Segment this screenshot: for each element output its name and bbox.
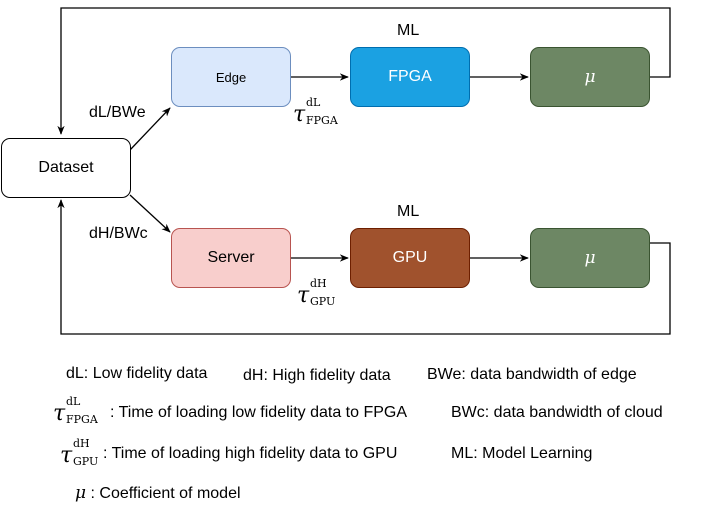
- mu-top-node: μ: [530, 47, 650, 107]
- dataset-to-edge-arrow: [129, 107, 171, 151]
- legend-tau-fpga-symbol: τ: [53, 401, 66, 426]
- mu-bottom-node: μ: [530, 228, 650, 288]
- server-node: Server: [171, 228, 291, 288]
- tau-gpu-sub: GPU: [310, 295, 336, 308]
- legend-tau-gpu-sup: dH: [73, 437, 90, 450]
- dataset-label: Dataset: [38, 159, 94, 176]
- edge-node: Edge: [171, 47, 291, 107]
- edge-label: Edge: [215, 69, 247, 85]
- legend-ml: ML: Model Learning: [451, 445, 593, 462]
- legend-tau-fpga-sub: FPGA: [66, 413, 98, 426]
- tau-fpga-label: τ dL FPGA: [293, 97, 338, 127]
- mu-bottom-label: μ: [584, 248, 596, 268]
- legend-dh: dH: High fidelity data: [243, 367, 391, 384]
- legend-bwc: BWc: data bandwidth of cloud: [451, 404, 663, 421]
- legend-mu-symbol: μ: [75, 483, 87, 503]
- server-label: Server: [207, 249, 255, 266]
- ml-bottom-label: ML: [397, 203, 420, 220]
- tau-gpu-label: τ dH GPU: [297, 278, 335, 308]
- dh-bwc-label: dH/BWc: [89, 225, 148, 242]
- legend-tau-gpu: τ dH GPU: [60, 438, 98, 468]
- tau-fpga-sub: FPGA: [306, 114, 338, 127]
- legend-tau-gpu-symbol: τ: [60, 443, 73, 468]
- legend-dl: dL: Low fidelity data: [66, 365, 208, 382]
- legend-tau-gpu-text: : Time of loading high fidelity data to …: [103, 445, 398, 462]
- gpu-label: GPU: [392, 249, 428, 266]
- dl-bwe-label: dL/BWe: [89, 104, 146, 121]
- legend-tau-fpga-text: : Time of loading low fidelity data to F…: [110, 404, 408, 421]
- bottom-feedback-line: [57, 199, 671, 335]
- legend-mu-text: : Coefficient of model: [86, 485, 241, 502]
- tau-gpu-symbol: τ: [297, 283, 310, 308]
- fpga-label: FPGA: [388, 68, 432, 85]
- dataset-to-server-arrow: [129, 194, 171, 233]
- legend-tau-gpu-sub: GPU: [73, 455, 99, 468]
- legend-tau-fpga: τ dL FPGA: [53, 396, 98, 426]
- legend-bwe: BWe: data bandwidth of edge: [427, 366, 637, 383]
- dataset-node: Dataset: [1, 138, 131, 198]
- legend-tau-fpga-sup: dL: [66, 395, 81, 408]
- tau-fpga-sup: dL: [306, 96, 321, 109]
- tau-gpu-sup: dH: [310, 277, 327, 290]
- top-feedback-line: [57, 7, 671, 135]
- tau-fpga-symbol: τ: [293, 102, 306, 127]
- mu-top-label: μ: [584, 67, 596, 87]
- ml-top-label: ML: [397, 22, 420, 39]
- legend-mu: μ : Coefficient of model: [75, 483, 241, 503]
- gpu-node: GPU: [350, 228, 470, 288]
- fpga-node: FPGA: [350, 47, 470, 107]
